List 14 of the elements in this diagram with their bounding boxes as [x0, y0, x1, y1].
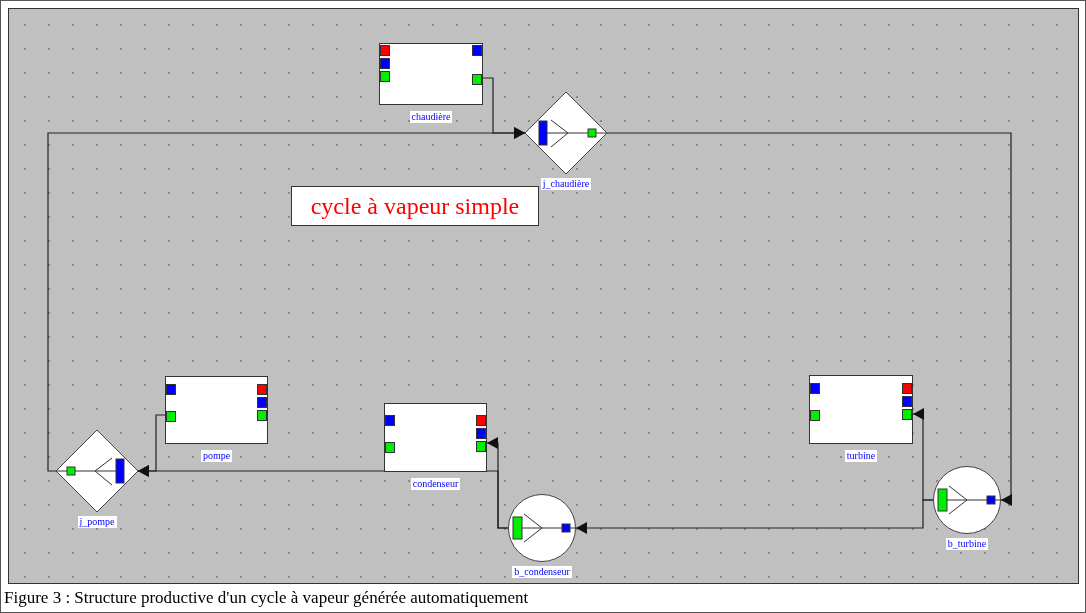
- node-label: j_chaudière: [540, 178, 592, 190]
- flow-arrow: [47, 127, 526, 472]
- diagram-title: cycle à vapeur simple: [291, 186, 539, 226]
- flow-arrow: [575, 499, 934, 534]
- node-label: condenseur: [410, 478, 461, 490]
- flow-arrow: [606, 132, 1012, 506]
- node-label: j_pompe: [77, 516, 117, 528]
- figure-caption: Figure 3 : Structure productive d'un cycle à vapeur générée automatiquement: [4, 588, 529, 608]
- node-label: turbine: [844, 450, 878, 462]
- node-label: b_turbine: [945, 538, 989, 550]
- node-label: b_condenseur: [512, 566, 572, 578]
- node-label: pompe: [200, 450, 233, 462]
- node-label: chaudière: [409, 111, 453, 123]
- flow-arrow: [137, 414, 166, 477]
